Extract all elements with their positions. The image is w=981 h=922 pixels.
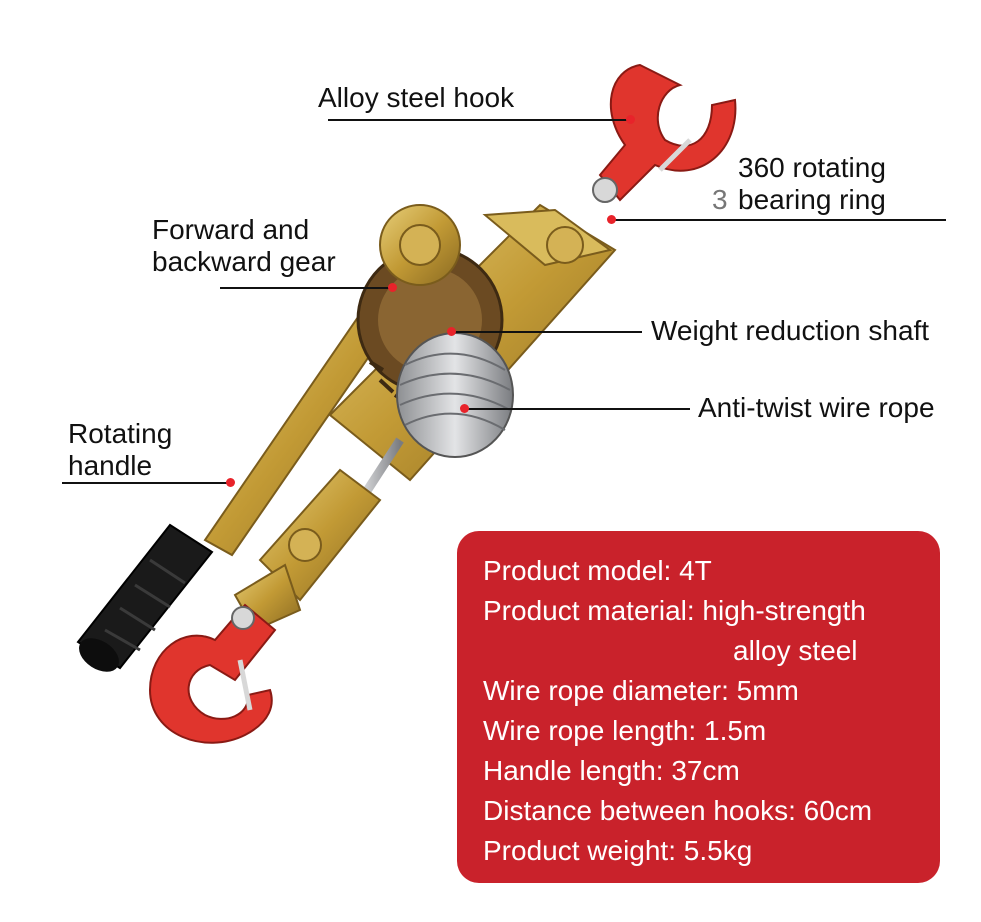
spec-material-cont: alloy steel bbox=[733, 635, 858, 666]
handle-label-line2: handle bbox=[68, 450, 153, 481]
shaft-marker bbox=[447, 327, 456, 336]
rope-label: Anti-twist wire rope bbox=[698, 392, 935, 423]
rope-marker bbox=[460, 404, 469, 413]
top-hook bbox=[592, 63, 737, 203]
spec-hook-distance: Distance between hooks: 60cm bbox=[483, 795, 873, 826]
gear-leader-line bbox=[220, 287, 392, 289]
spec-weight: Product weight: 5.5kg bbox=[483, 835, 753, 866]
handle-leader-line bbox=[62, 482, 230, 484]
gear-marker bbox=[388, 283, 397, 292]
hook-leader-line bbox=[328, 119, 630, 121]
shaft-label: Weight reduction shaft bbox=[651, 315, 930, 346]
spec-material: Product material: high-strength bbox=[483, 595, 866, 626]
handle-marker bbox=[226, 478, 235, 487]
ring-label-line1: 360 rotating bbox=[738, 152, 886, 183]
hook-marker bbox=[626, 115, 635, 124]
ring-label-prefix: 3 bbox=[712, 184, 728, 215]
spec-panel: Product model: 4T Product material: high… bbox=[457, 531, 940, 883]
gear-label-line1: Forward and bbox=[152, 214, 310, 245]
gear-label-line2: backward gear bbox=[152, 246, 336, 277]
handle-grip bbox=[76, 523, 214, 672]
spec-handle-length: Handle length: 37cm bbox=[483, 755, 740, 786]
spec-rope-length: Wire rope length: 1.5m bbox=[483, 715, 767, 746]
ring-marker bbox=[607, 215, 616, 224]
spec-rope-diameter: Wire rope diameter: 5mm bbox=[483, 675, 799, 706]
ring-leader-line bbox=[612, 219, 946, 221]
hook-label: Alloy steel hook bbox=[318, 82, 515, 113]
ring-label-line2: bearing ring bbox=[738, 184, 886, 215]
shaft-leader-line bbox=[452, 331, 642, 333]
handle-label-line1: Rotating bbox=[68, 418, 173, 449]
bottom-hook bbox=[148, 603, 277, 744]
rope-leader-line bbox=[465, 408, 690, 410]
spec-model: Product model: 4T bbox=[483, 555, 712, 586]
